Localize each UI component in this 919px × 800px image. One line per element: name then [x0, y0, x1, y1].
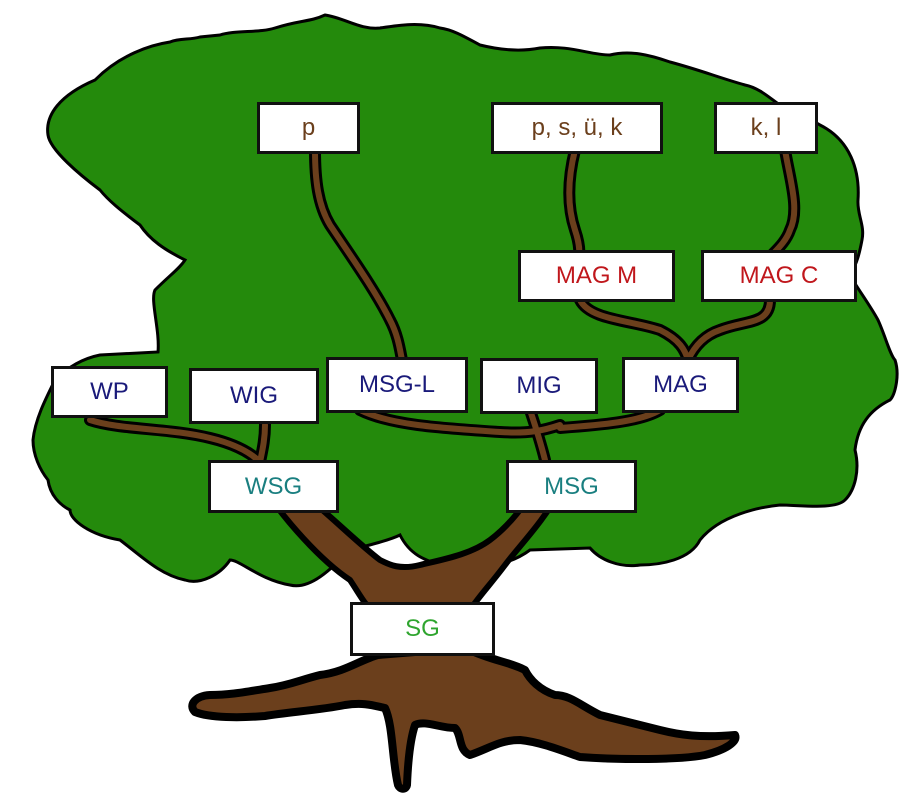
node-wsg: WSG — [208, 460, 339, 513]
node-mag-m: MAG M — [518, 250, 675, 302]
node-wig: WIG — [189, 368, 319, 424]
node-p-s-u-k: p, s, ü, k — [491, 102, 663, 154]
node-mag-c: MAG C — [701, 250, 857, 302]
node-mig: MIG — [480, 358, 598, 414]
roots — [188, 641, 740, 793]
node-p: p — [257, 102, 360, 154]
node-msg-l: MSG-L — [326, 357, 468, 413]
node-msg: MSG — [506, 460, 637, 513]
node-mag: MAG — [622, 357, 739, 413]
node-sg: SG — [350, 602, 495, 656]
node-wp: WP — [51, 366, 168, 418]
node-k-l: k, l — [714, 102, 818, 154]
